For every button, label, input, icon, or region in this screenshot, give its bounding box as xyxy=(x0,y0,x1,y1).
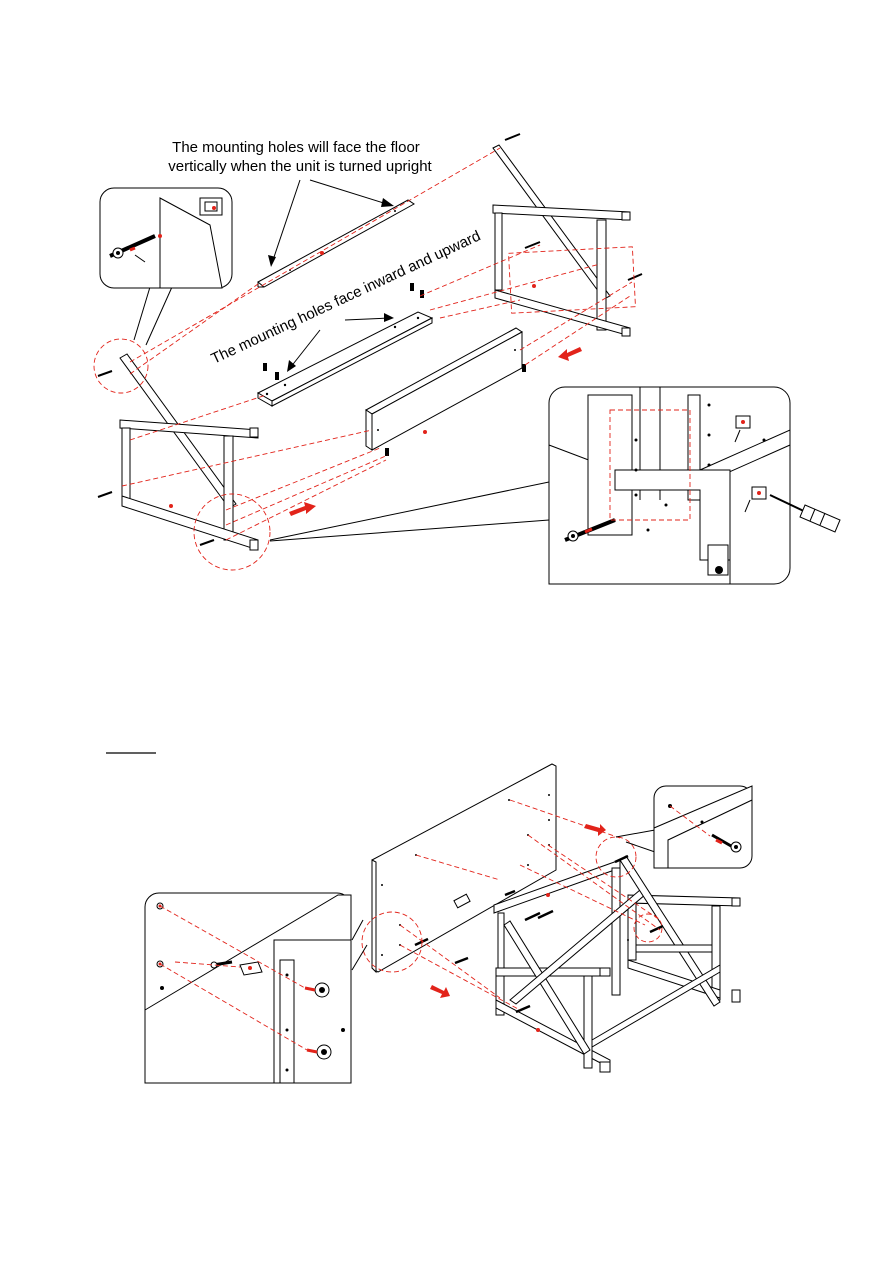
arrow-left-icon xyxy=(558,347,582,361)
detail-circle-bottom xyxy=(193,493,271,571)
detail-circle-lower-left xyxy=(361,911,423,973)
bolt-icon xyxy=(109,234,156,259)
arrow-right-icon xyxy=(584,824,606,836)
detail-circle-lower-right xyxy=(595,836,637,878)
detail-callout-dowel xyxy=(144,892,368,1084)
barrel-nut-icon xyxy=(735,415,767,500)
detail-rect-right xyxy=(508,246,636,314)
back-panel xyxy=(365,327,526,456)
annotation-mounting-floor-line2: vertically when the unit is turned uprig… xyxy=(168,158,432,175)
annotation-mounting-floor-line1: The mounting holes will face the floor xyxy=(172,139,420,156)
left-side-frame xyxy=(97,353,259,551)
barrel-nut-icon xyxy=(304,982,332,1060)
large-back-panel xyxy=(371,763,557,974)
assembled-frame xyxy=(493,855,741,1073)
lower-alignment-lines xyxy=(399,799,661,1011)
upper-assembly-step: The mounting holes will face the floor v… xyxy=(93,133,841,585)
detail-circle-left xyxy=(93,338,149,394)
alignment-lines xyxy=(121,147,633,541)
annotation-leader-arrows xyxy=(268,179,394,267)
detail-callout-small xyxy=(615,785,753,869)
arrow-right-icon xyxy=(289,502,316,516)
plate-bolts xyxy=(263,283,424,380)
annotation-inward-leaders xyxy=(287,313,394,372)
detail-callout-bolt xyxy=(99,187,233,346)
right-side-frame xyxy=(492,133,631,337)
right-frame-bolts xyxy=(524,241,643,281)
bolt-icon xyxy=(711,833,742,853)
arrow-down-right-icon xyxy=(430,985,450,998)
detail-callout-barrel-nut xyxy=(269,386,841,585)
lower-bolts xyxy=(414,854,664,1014)
dowel-icon xyxy=(239,961,263,976)
mounting-plate xyxy=(256,311,434,407)
bolt-icon xyxy=(564,518,616,542)
screwdriver-icon xyxy=(769,494,841,533)
annotation-mounting-inward: The mounting holes face inward and upwar… xyxy=(209,227,484,367)
lower-assembly-step xyxy=(106,752,753,1084)
